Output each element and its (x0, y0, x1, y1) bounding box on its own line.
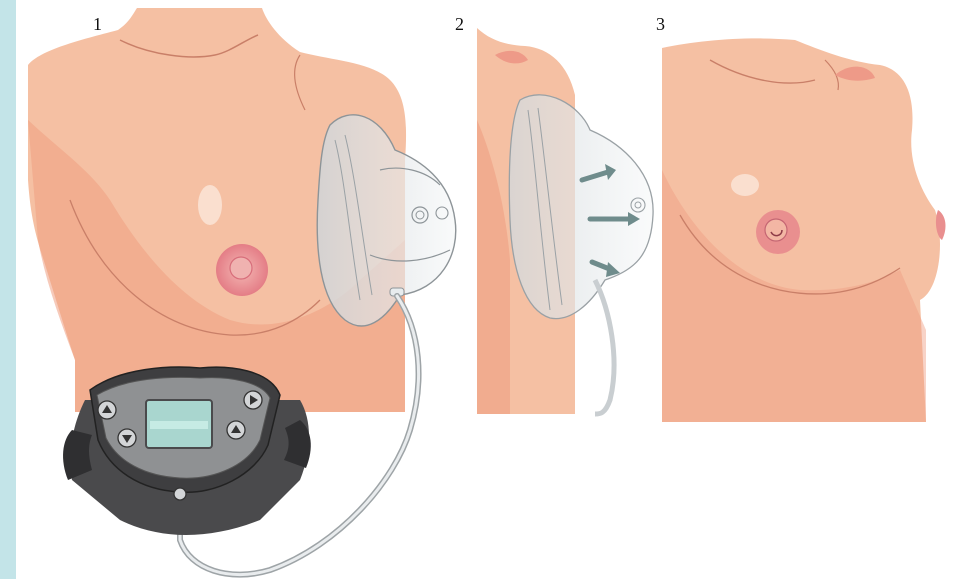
result-nipple (765, 219, 787, 241)
pump-button-up-left-icon[interactable] (98, 401, 116, 419)
pump-button-play-right-icon[interactable] (244, 391, 262, 409)
result-highlight (731, 174, 759, 196)
result-torso-illustration (650, 0, 950, 579)
skin-highlight (198, 185, 222, 225)
step-number-3: 3 (656, 14, 665, 35)
side-view-suction-illustration (450, 0, 660, 579)
panel-step-1: 1 (0, 0, 470, 579)
step-number-2: 2 (455, 14, 464, 35)
torso-with-pump-illustration (0, 0, 470, 579)
pump-button-down-left-icon[interactable] (118, 429, 136, 447)
step-number-1: 1 (93, 14, 102, 35)
panel-step-2: 2 (450, 0, 660, 579)
side-pump-tube (595, 280, 614, 414)
pump-button-up-right-icon[interactable] (227, 421, 245, 439)
breast-shield-dome (317, 115, 456, 326)
pump-tube-connector (174, 488, 186, 500)
nipple (230, 257, 252, 279)
panel-step-3: 3 (650, 0, 950, 579)
